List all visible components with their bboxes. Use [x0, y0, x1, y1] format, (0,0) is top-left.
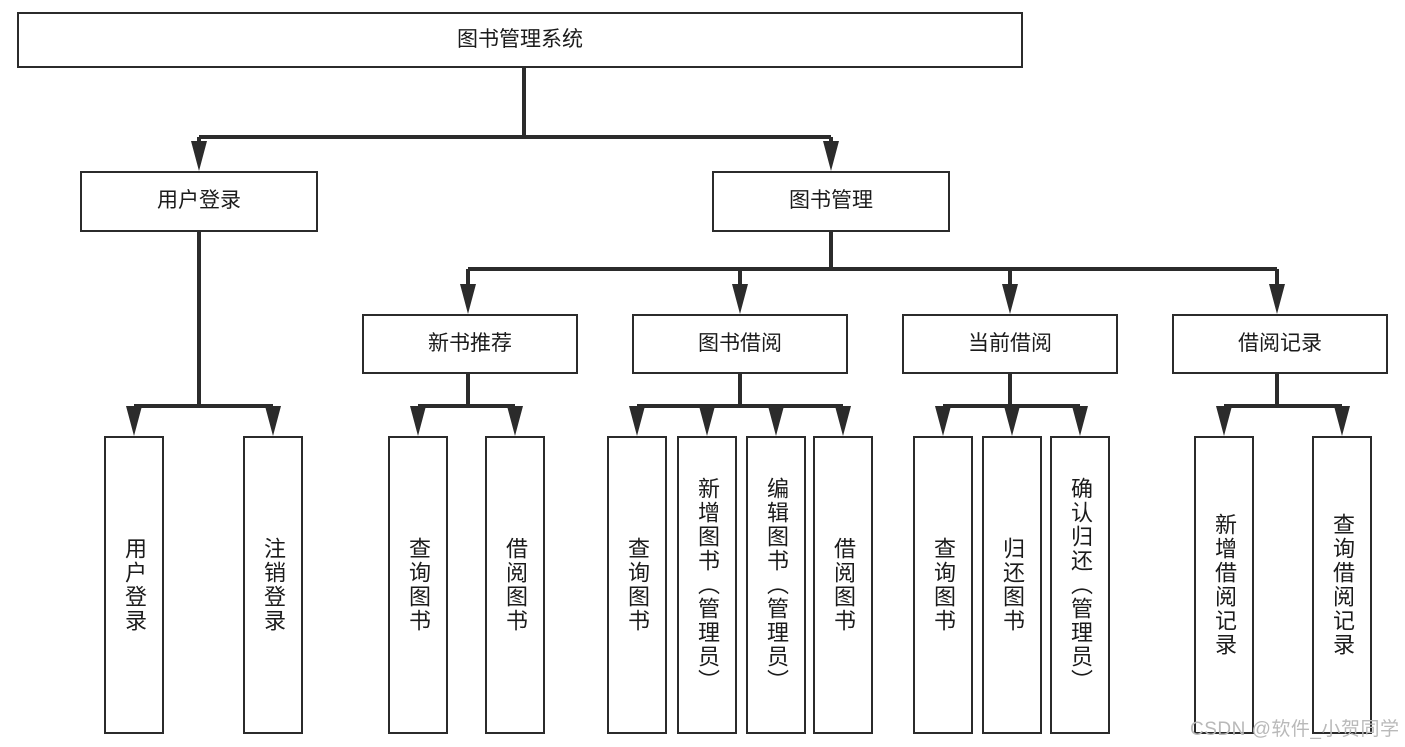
node-leaf-cb-confirm[interactable]: 确认归还（管理员）: [1050, 436, 1110, 734]
node-leaf-br-query[interactable]: 查询借阅记录: [1312, 436, 1372, 734]
arrowhead-icon: [732, 284, 748, 314]
arrowhead-icon: [629, 406, 645, 436]
arrowhead-icon: [126, 406, 142, 436]
node-label: 用户登录: [157, 189, 241, 213]
node-label: 借阅图书: [503, 537, 528, 633]
node-leaf-rec-query[interactable]: 查询图书: [388, 436, 448, 734]
node-leaf-user-logout[interactable]: 注销登录: [243, 436, 303, 734]
node-leaf-bb-edit[interactable]: 编辑图书（管理员）: [746, 436, 806, 734]
arrowhead-icon: [823, 141, 839, 171]
node-leaf-bb-borrow[interactable]: 借阅图书: [813, 436, 873, 734]
node-label: 当前借阅: [968, 331, 1052, 355]
node-new-book-rec[interactable]: 新书推荐: [362, 314, 578, 374]
arrowhead-icon: [1004, 406, 1020, 436]
node-label: 查询借阅记录: [1330, 513, 1355, 657]
node-leaf-bb-query[interactable]: 查询图书: [607, 436, 667, 734]
node-label: 新增借阅记录: [1212, 513, 1237, 657]
arrowhead-icon: [265, 406, 281, 436]
arrowheads: [126, 137, 1350, 436]
node-label: 图书借阅: [698, 331, 782, 355]
node-leaf-cb-query[interactable]: 查询图书: [913, 436, 973, 734]
node-root[interactable]: 图书管理系统: [17, 12, 1023, 68]
node-label: 新书推荐: [428, 331, 512, 355]
arrowhead-icon: [1269, 284, 1285, 314]
node-label: 查询图书: [625, 537, 650, 633]
arrowhead-icon: [768, 406, 784, 436]
node-leaf-cb-return[interactable]: 归还图书: [982, 436, 1042, 734]
node-label: 图书管理系统: [457, 27, 583, 51]
node-label: 用户登录: [122, 537, 147, 633]
arrowhead-icon: [699, 406, 715, 436]
node-label: 确认归还（管理员）: [1068, 477, 1093, 693]
arrowhead-icon: [507, 406, 523, 436]
arrowhead-icon: [835, 406, 851, 436]
node-label: 借阅图书: [831, 537, 856, 633]
arrowhead-icon: [935, 406, 951, 436]
arrowhead-icon: [1072, 406, 1088, 436]
node-leaf-user-login[interactable]: 用户登录: [104, 436, 164, 734]
arrowhead-icon: [460, 284, 476, 314]
node-label: 图书管理: [789, 189, 873, 213]
node-label: 查询图书: [931, 537, 956, 633]
arrowhead-icon: [1002, 284, 1018, 314]
node-label: 查询图书: [406, 537, 431, 633]
node-label: 新增图书（管理员）: [695, 477, 720, 693]
node-label: 归还图书: [1000, 537, 1025, 633]
connector-rails: [134, 68, 1342, 408]
arrowhead-icon: [1216, 406, 1232, 436]
node-leaf-br-add[interactable]: 新增借阅记录: [1194, 436, 1254, 734]
node-label: 借阅记录: [1238, 331, 1322, 355]
node-book-borrow[interactable]: 图书借阅: [632, 314, 848, 374]
node-label: 编辑图书（管理员）: [764, 477, 789, 693]
node-user-login[interactable]: 用户登录: [80, 171, 318, 232]
node-current-borrow[interactable]: 当前借阅: [902, 314, 1118, 374]
node-borrow-record[interactable]: 借阅记录: [1172, 314, 1388, 374]
arrowhead-icon: [410, 406, 426, 436]
node-leaf-rec-borrow[interactable]: 借阅图书: [485, 436, 545, 734]
arrowhead-icon: [1334, 406, 1350, 436]
node-leaf-bb-add[interactable]: 新增图书（管理员）: [677, 436, 737, 734]
node-book-mgmt[interactable]: 图书管理: [712, 171, 950, 232]
node-label: 注销登录: [261, 537, 286, 633]
arrowhead-icon: [191, 141, 207, 171]
